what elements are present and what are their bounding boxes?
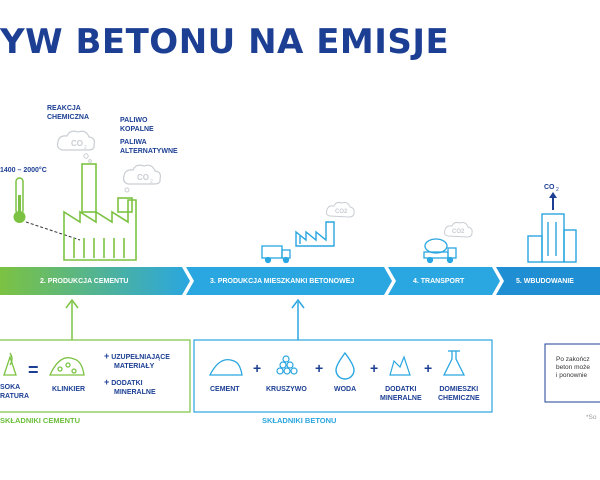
plus-sign: + bbox=[424, 360, 433, 376]
co2-cloud-icon: CO 2 bbox=[56, 130, 96, 163]
dodatki-mineralne-beton-label: DODATKI MINERALNE bbox=[380, 386, 422, 402]
stage-2-label: 2. PRODUKCJA CEMENTU bbox=[40, 277, 129, 285]
chemical-flask-icon bbox=[442, 350, 466, 376]
reakcja-label: REAKCJA CHEMICZNA bbox=[47, 105, 89, 121]
cement-pile-icon bbox=[208, 358, 243, 376]
component-frames bbox=[0, 339, 600, 413]
svg-text:CO2: CO2 bbox=[452, 229, 465, 235]
stage-3-label: 3. PRODUKCJA MIESZKANKI BETONOWEJ bbox=[210, 277, 355, 285]
stage-5-arrow bbox=[496, 267, 600, 295]
paliwo-kopalne-label: PALIWO KOPALNE bbox=[120, 117, 154, 133]
woda-label: WODA bbox=[334, 386, 357, 393]
recycling-note: Po zakończ beton może i ponownie bbox=[556, 356, 590, 379]
plus-sign: + bbox=[370, 360, 379, 376]
stage-4-arrow bbox=[388, 267, 500, 295]
stage-2-arrow bbox=[0, 267, 190, 295]
klinkier-label: KLINKIER bbox=[52, 386, 86, 393]
co2-cloud-icon: CO2 bbox=[443, 221, 473, 238]
temperature-pointer bbox=[25, 221, 81, 241]
page-title: YW BETONU NA EMISJE bbox=[0, 22, 450, 62]
paliwa-alternatywne-label: PALIWA ALTERNATYWNE bbox=[120, 139, 178, 155]
co2-cloud-icon: CO 2 bbox=[122, 164, 162, 193]
temperature-label: 1400 – 2000°C bbox=[0, 167, 47, 174]
uzupelniajace-label: + UZUPEŁNIAJĄCE MATERIAŁY bbox=[104, 351, 170, 371]
kruszywo-label: KRUSZYWO bbox=[266, 386, 307, 393]
cement-icons bbox=[3, 352, 85, 376]
mineral-additives-icon bbox=[389, 355, 411, 376]
equals-sign: = bbox=[28, 360, 39, 380]
stage-4-label: 4. TRANSPORT bbox=[413, 277, 465, 285]
dodatki-mineralne-cement-label: + DODATKI MINERALNE bbox=[104, 377, 156, 397]
svg-text:2: 2 bbox=[84, 145, 87, 151]
co2-cloud-icon: CO2 bbox=[325, 201, 355, 218]
water-drop-icon bbox=[335, 351, 355, 380]
connector-arrows bbox=[65, 298, 305, 340]
aggregate-icon bbox=[276, 355, 298, 375]
transport-truck-icon bbox=[423, 238, 457, 264]
domieszki-chemiczne-label: DOMIESZKI CHEMICZNE bbox=[438, 386, 480, 402]
concrete-section-label: SKŁADNIKI BETONU bbox=[262, 416, 337, 425]
svg-text:CO: CO bbox=[137, 173, 149, 182]
wysoka-temperatura-label: SOKA RATURA bbox=[0, 384, 30, 400]
mixer-truck-icon bbox=[261, 245, 291, 264]
svg-text:2: 2 bbox=[556, 187, 559, 193]
footnote: *So bbox=[586, 414, 597, 421]
stage-5-label: 5. WBUDOWANIE bbox=[516, 277, 574, 285]
thermometer-icon bbox=[13, 177, 26, 223]
svg-text:CO: CO bbox=[544, 184, 555, 191]
cement-factory-icon bbox=[63, 163, 137, 261]
illustration-layer: CO 2 CO 2 CO2 bbox=[13, 130, 577, 264]
plus-sign: + bbox=[315, 360, 324, 376]
svg-text:CO2: CO2 bbox=[335, 209, 348, 215]
buildings-icon bbox=[527, 213, 577, 263]
stage-3-arrow bbox=[186, 267, 392, 295]
clinker-pile-icon bbox=[48, 357, 85, 376]
process-stage-bar: 2. PRODUKCJA CEMENTU 3. PRODUKCJA MIESZK… bbox=[0, 267, 600, 295]
svg-text:CO: CO bbox=[71, 139, 83, 148]
concrete-plant-icon bbox=[295, 221, 335, 247]
svg-text:2: 2 bbox=[150, 179, 153, 185]
co2-arrow-up-icon: CO 2 bbox=[544, 184, 559, 210]
concrete-icons bbox=[208, 350, 466, 380]
cement-section-label: SKŁADNIKI CEMENTU bbox=[0, 416, 80, 425]
plus-sign: + bbox=[253, 360, 262, 376]
cement-label: CEMENT bbox=[210, 386, 240, 393]
heat-icon bbox=[3, 352, 17, 376]
